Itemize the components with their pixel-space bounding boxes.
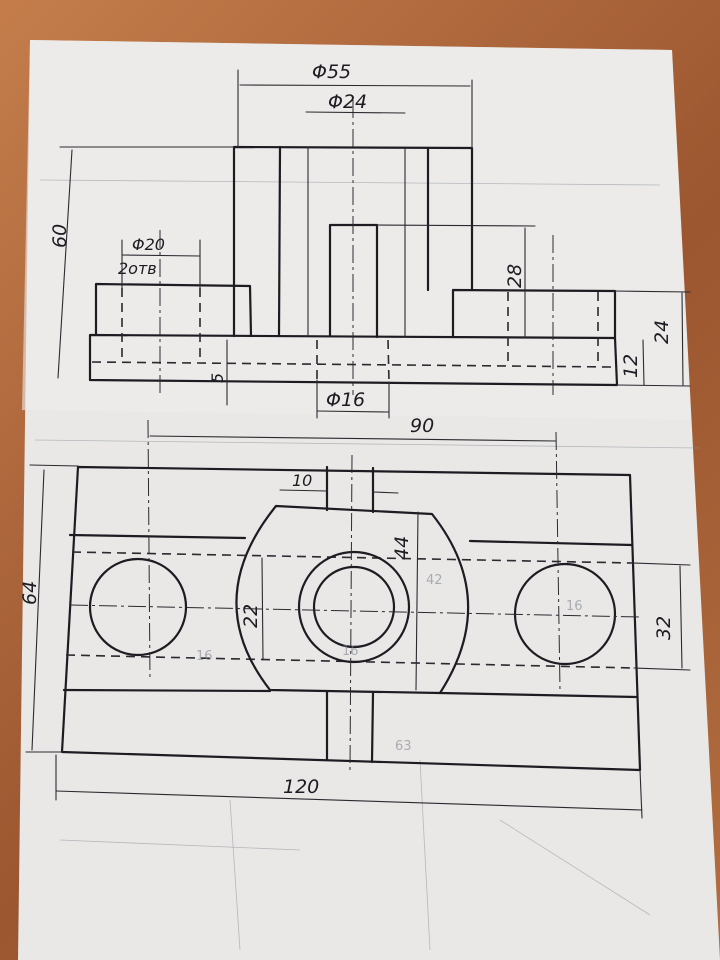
dim-plate-width: 64 — [19, 581, 41, 605]
top-view: 90 10 44 22 64 32 120 16 16 42 16 63 — [19, 415, 691, 819]
pencil-note: 42 — [426, 573, 443, 588]
dim-flat-width: 44 — [391, 536, 413, 560]
dim-total-height: 60 — [49, 224, 71, 248]
pencil-note: 63 — [395, 739, 412, 754]
central-flange-outline — [235, 504, 470, 695]
dim-bottom-diameter: Φ16 — [326, 389, 365, 411]
boss-outer-circle — [297, 550, 411, 664]
dim-hole-spacing: 90 — [410, 415, 434, 437]
dim-slot-width: 10 — [292, 471, 312, 490]
boss-inner-hole — [312, 565, 396, 649]
paper-highlight — [22, 40, 690, 420]
dim-slot-height: 28 — [504, 264, 526, 288]
pencil-note: 16 — [196, 649, 213, 664]
dim-right-width: 32 — [653, 616, 675, 640]
right-block-outline — [451, 288, 617, 340]
pencil-note: 16 — [566, 599, 583, 614]
central-boss-outline — [232, 145, 474, 338]
dim-plate-length: 120 — [283, 776, 319, 798]
dim-base-height: 12 — [620, 354, 642, 378]
dim-inner-width: 22 — [240, 604, 262, 628]
pencil-background-lines — [34, 179, 701, 951]
left-block-outline — [94, 282, 253, 338]
dim-right-height: 24 — [651, 320, 673, 344]
pencil-note: 16 — [342, 644, 359, 659]
dim-small-height: 5 — [208, 373, 227, 383]
front-view: Φ55 Φ24 60 Φ20 2отв 28 24 12 5 Φ16 — [49, 61, 691, 419]
dim-left-note: 2отв — [118, 259, 157, 278]
dim-boss-diameter: Φ24 — [328, 91, 367, 113]
dim-left-diameter: Φ20 — [132, 235, 165, 254]
dim-top-diameter: Φ55 — [312, 61, 351, 83]
